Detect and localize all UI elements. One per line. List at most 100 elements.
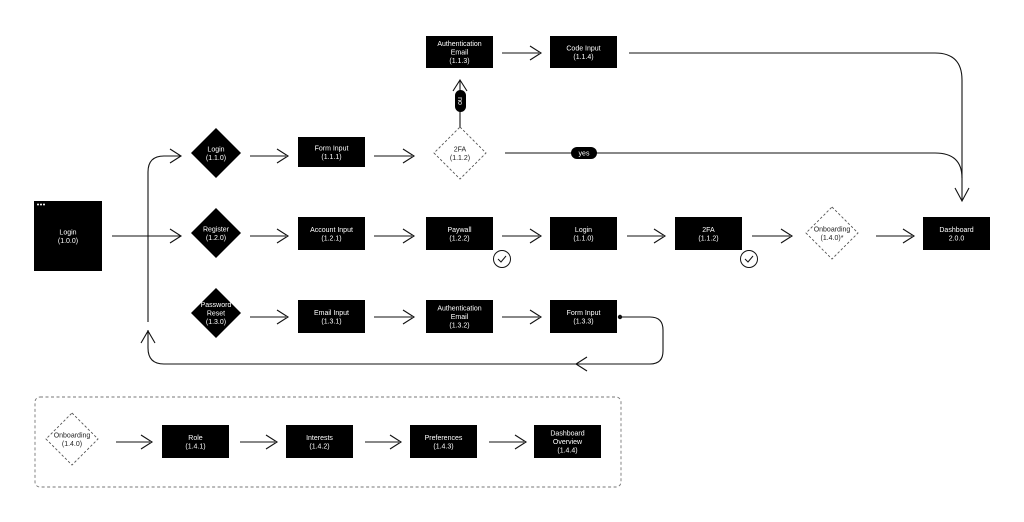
interests-node: Interests(1.4.2) xyxy=(286,425,353,458)
node-label: (1.1.2) xyxy=(450,155,470,162)
node-label: (1.4.0)* xyxy=(821,235,844,242)
form-input-node: Form Input(1.3.3) xyxy=(550,300,617,333)
edge-loop-up xyxy=(147,155,180,322)
node-label: (1.2.0) xyxy=(206,235,226,242)
node-label: (1.4.4) xyxy=(557,448,577,455)
node-label: 2FA xyxy=(454,146,467,153)
edge-loop-return xyxy=(147,316,664,365)
node-label: (1.2.1) xyxy=(321,235,341,242)
no-label: no xyxy=(456,97,463,105)
arrowhead xyxy=(780,228,794,244)
node-label: Email xyxy=(451,314,469,321)
arrowhead xyxy=(529,228,543,244)
preferences-node: Preferences(1.4.3) xyxy=(410,425,477,458)
node-label: Interests xyxy=(306,435,333,442)
node-label: Authentication xyxy=(437,306,481,313)
login-decision: Login (1.1.0) xyxy=(191,128,241,178)
login-node: Login(1.1.0) xyxy=(550,217,617,250)
yes-label: yes xyxy=(579,151,590,158)
node-label: Form Input xyxy=(315,145,349,152)
arrowhead xyxy=(902,228,916,244)
twofa-decision: 2FA (1.1.2) xyxy=(433,126,487,180)
node-label: Password xyxy=(201,302,232,309)
node-label: Register xyxy=(203,226,230,233)
onboarding-container xyxy=(34,396,622,488)
arrowhead xyxy=(402,148,416,164)
node-label: Login xyxy=(575,227,592,234)
arrowhead xyxy=(402,309,416,325)
check-icon xyxy=(493,250,511,268)
arrowhead xyxy=(574,356,588,372)
arrowhead xyxy=(140,434,154,450)
edge-code-dashboard xyxy=(629,52,963,200)
arrowhead xyxy=(169,228,183,244)
node-label: Form Input xyxy=(567,310,601,317)
account-input-node: Account Input(1.2.1) xyxy=(298,217,365,250)
node-label: 2FA xyxy=(702,227,715,234)
arrowhead xyxy=(265,434,279,450)
arrowhead xyxy=(276,309,290,325)
arrowhead xyxy=(529,45,543,61)
node-label: (1.4.0) xyxy=(62,441,82,448)
edge-dot xyxy=(617,314,623,320)
node-label: Role xyxy=(188,435,203,442)
node-label: (1.1.1) xyxy=(321,154,341,161)
node-label: Overview xyxy=(553,439,583,446)
form-input-node: Form Input (1.1.1) xyxy=(298,137,365,167)
node-label: Authentication xyxy=(437,41,481,48)
node-label: (1.0.0) xyxy=(58,238,78,245)
edge-2fa-yes xyxy=(505,152,963,179)
node-label: Onboarding xyxy=(54,432,91,439)
node-label: Preferences xyxy=(425,435,463,442)
register-decision: Register (1.2.0) xyxy=(191,208,241,258)
arrowhead xyxy=(140,329,156,344)
twofa-node: 2FA(1.1.2) xyxy=(675,217,742,250)
node-label: 2.0.0 xyxy=(949,235,965,242)
arrowhead xyxy=(402,228,416,244)
onboarding-decision: Onboarding (1.4.0) xyxy=(45,412,99,466)
node-label: Reset xyxy=(207,311,225,318)
node-label: (1.3.2) xyxy=(449,323,469,330)
node-label: (1.2.2) xyxy=(449,235,469,242)
node-label: Paywall xyxy=(447,227,472,234)
arrowhead xyxy=(276,148,290,164)
node-label: Email Input xyxy=(314,310,349,317)
node-label: (1.1.3) xyxy=(449,58,469,65)
role-node: Role(1.4.1) xyxy=(162,425,229,458)
node-label: (1.4.2) xyxy=(309,443,329,450)
node-label: (1.1.0) xyxy=(573,235,593,242)
node-label: Code Input xyxy=(566,45,600,52)
node-label: (1.3.1) xyxy=(321,318,341,325)
onboarding-decision: Onboarding(1.4.0)* xyxy=(805,206,859,260)
node-label: Dashboard xyxy=(939,227,973,234)
node-label: (1.1.0) xyxy=(206,155,226,162)
edges xyxy=(112,45,970,450)
node-label: (1.1.2) xyxy=(698,235,718,242)
arrowhead xyxy=(452,78,468,92)
arrowhead xyxy=(514,434,528,450)
arrowhead xyxy=(653,228,667,244)
nodes: Login(1.0.0)Login(1.1.0)Register(1.2.0)P… xyxy=(34,36,990,466)
edge-label-no: no xyxy=(455,90,466,112)
node-label: Dashboard xyxy=(550,431,584,438)
arrowhead xyxy=(276,228,290,244)
node-label: (1.4.3) xyxy=(433,443,453,450)
node-label: Email xyxy=(451,50,469,57)
check-icon xyxy=(740,250,758,268)
paywall-node: Paywall(1.2.2) xyxy=(426,217,493,250)
node-label: (1.1.4) xyxy=(573,54,593,61)
node-label: (1.3.0) xyxy=(206,319,226,326)
edge-label-yes: yes xyxy=(571,147,597,159)
node-label: (1.3.3) xyxy=(573,318,593,325)
email-input-node: Email Input(1.3.1) xyxy=(298,300,365,333)
node-label: Login xyxy=(59,229,76,236)
window-dots-icon xyxy=(37,203,45,206)
node-label: Login xyxy=(207,146,224,153)
arrowhead xyxy=(169,148,183,164)
